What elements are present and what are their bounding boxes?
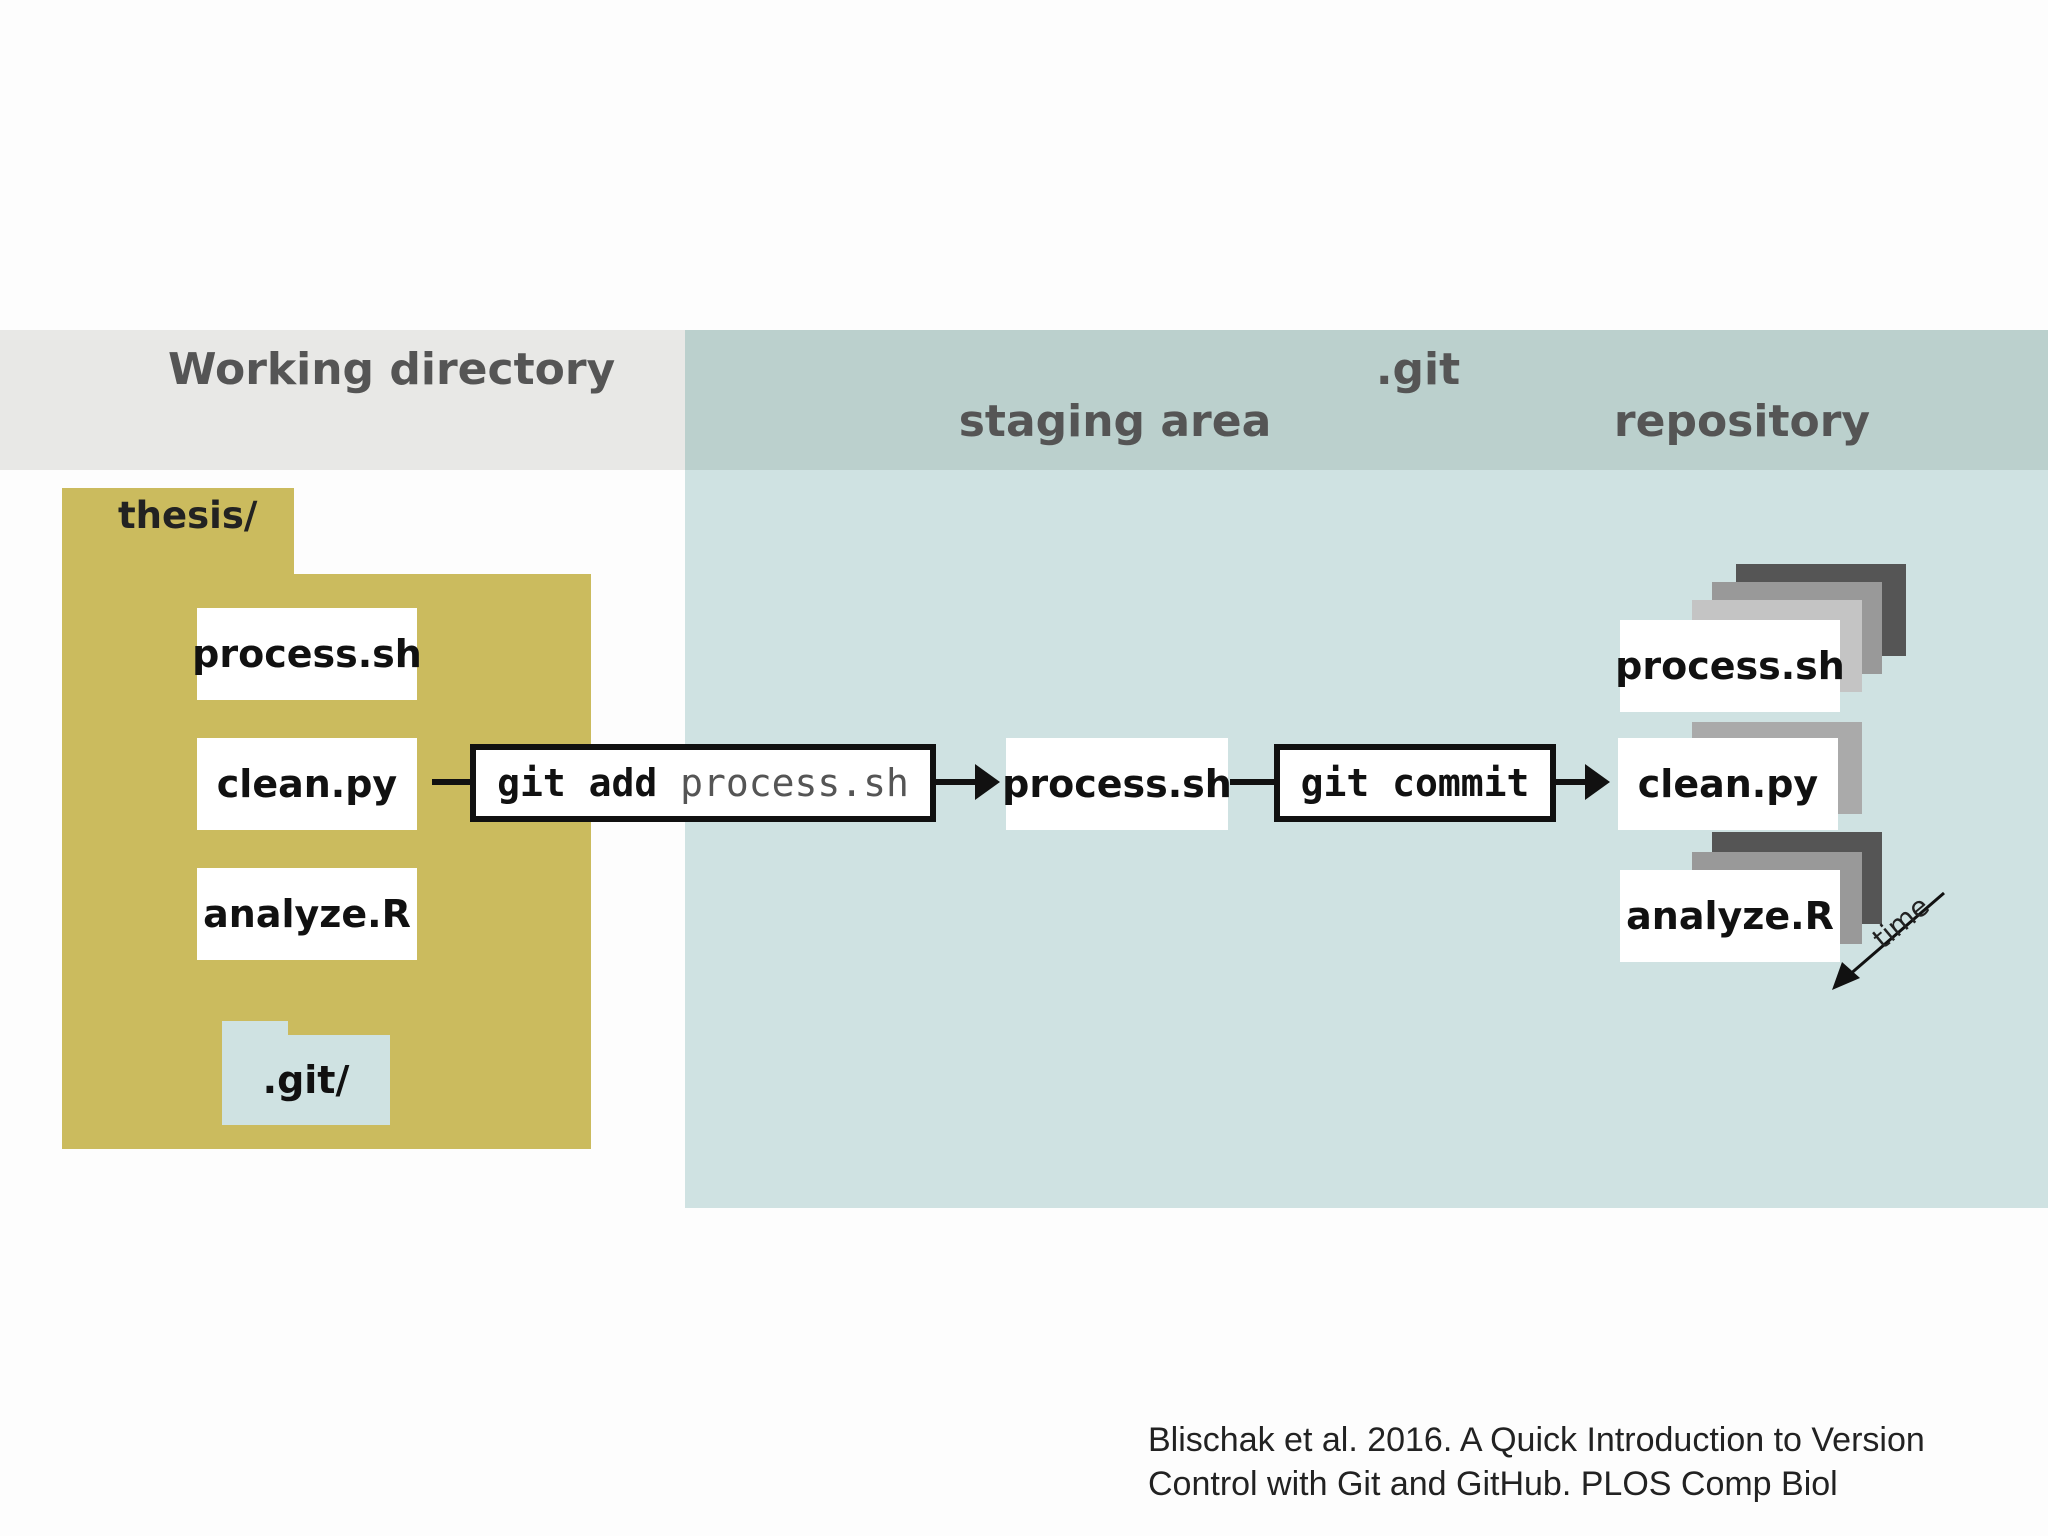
repo-file-process-sh[interactable]: process.sh [1615,620,1845,712]
git-title: .git [1375,344,1461,395]
git-folder[interactable]: .git/ [222,1035,390,1125]
thesis-folder-label: thesis/ [118,494,258,537]
git-add-command[interactable]: git add process.sh [470,744,936,822]
git-add-argument: process.sh [680,761,909,805]
citation-line-1: Blischak et al. 2016. A Quick Introducti… [1148,1421,1925,1459]
citation-line-2: Control with Git and GitHub. PLOS Comp B… [1148,1465,1838,1503]
citation: Blischak et al. 2016. A Quick Introducti… [1148,1418,1925,1506]
thesis-folder-tab [62,488,294,578]
staged-file-process-sh[interactable]: process.sh [1002,738,1232,830]
working-file-process-sh[interactable]: process.sh [192,608,422,700]
git-add-keyword: git add [497,761,658,805]
repo-file-clean-py[interactable]: clean.py [1618,738,1838,830]
working-directory-header-band [0,330,685,470]
working-file-clean-py[interactable]: clean.py [197,738,417,830]
git-commit-keyword: git commit [1300,761,1530,805]
git-commit-command[interactable]: git commit [1274,744,1556,822]
working-directory-title: Working directory [168,344,616,395]
staging-area-title: staging area [958,396,1272,447]
repo-file-analyze-r[interactable]: analyze.R [1620,870,1840,962]
git-header-band [685,330,2048,470]
repository-title: repository [1613,396,1871,447]
working-file-analyze-r[interactable]: analyze.R [197,868,417,960]
